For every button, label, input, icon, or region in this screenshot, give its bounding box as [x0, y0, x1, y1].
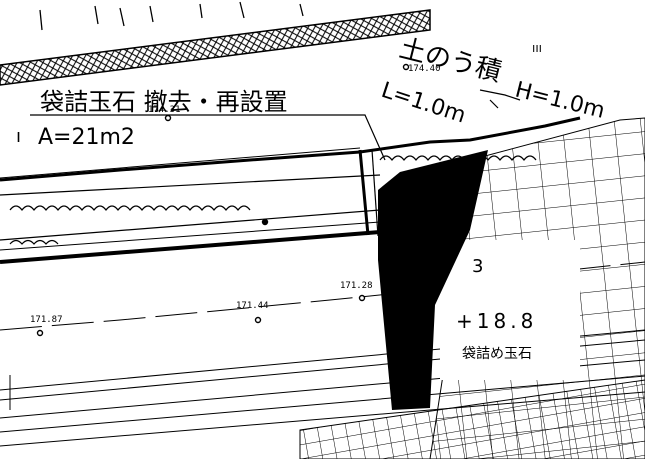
label-clearing	[440, 240, 580, 380]
elevation-174-31: 174.31	[148, 105, 181, 115]
sta-number-label: 3	[472, 256, 483, 277]
revetment-band	[0, 9, 431, 86]
length-label: L=1.0m	[378, 78, 469, 129]
elevation-174-40: 174.40	[408, 64, 441, 74]
area-label: A=21m2	[38, 125, 135, 150]
top-ticks	[39, 1, 304, 31]
material-label: 袋詰め玉石	[462, 346, 532, 362]
offset-label: +18.8	[456, 309, 537, 333]
elevation-171-44: 171.44	[236, 301, 269, 311]
sandbag-label: 土のう積	[396, 34, 504, 88]
main-title-label: 袋詰玉石 撤去・再設置	[40, 88, 288, 116]
height-mark: ııı	[532, 41, 542, 55]
elevation-171-28: 171.28	[340, 281, 373, 291]
elevation-171-87: 171.87	[30, 315, 63, 325]
elevation-points	[36, 63, 410, 337]
leader-lines	[30, 89, 521, 161]
area-mark: ı	[16, 126, 21, 147]
height-label: H=1.0m	[513, 78, 608, 124]
sandbag-section	[378, 150, 488, 410]
grid-area-bottom	[299, 379, 645, 459]
